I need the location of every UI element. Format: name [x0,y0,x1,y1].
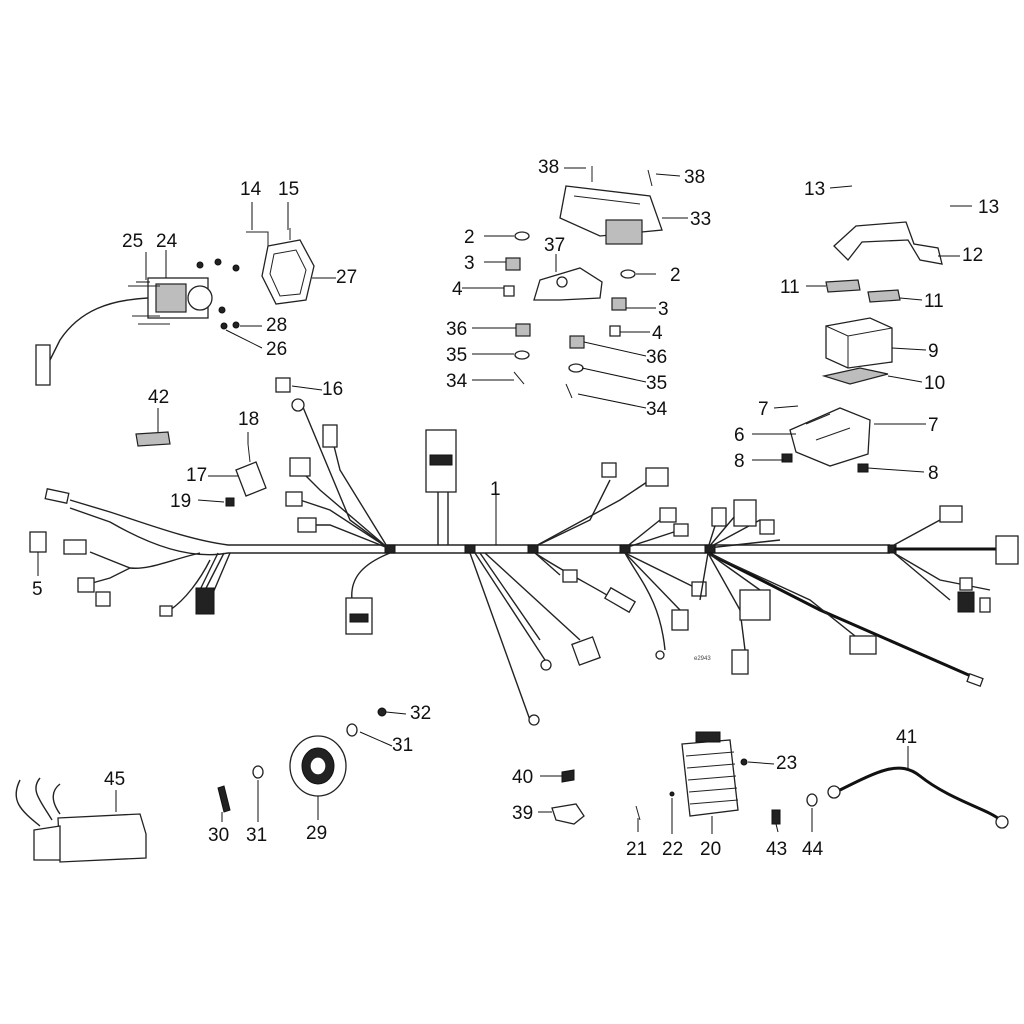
callout-2-left: 2 [464,227,475,248]
horn-part-29 [289,735,347,797]
callout-32: 32 [410,703,432,724]
callout-7-left: 7 [758,399,769,420]
main-wiring-harness [44,398,1019,726]
callout-40: 40 [512,767,534,788]
callout-35-left: 35 [446,345,468,366]
callout-38-right: 38 [684,167,706,188]
callout-17: 17 [186,465,208,486]
callout-16: 16 [322,379,344,400]
pad-part-42 [135,431,171,447]
callout-19: 19 [170,491,192,512]
gasket-part-27 [246,228,315,305]
callout-7-right: 7 [928,415,939,436]
battery-pads-part-11 [825,279,901,303]
callout-12: 12 [962,245,984,266]
callout-34-right: 34 [646,399,668,420]
callout-14: 14 [240,179,262,200]
leader-lines [37,167,972,834]
callout-41: 41 [896,727,918,748]
callout-3-left: 3 [464,253,475,274]
callout-26: 26 [266,339,288,360]
callout-45: 45 [104,769,126,790]
callout-2-right: 2 [670,265,681,286]
callout-31-top: 31 [392,735,414,756]
callout-11-right: 11 [924,291,944,312]
callout-27: 27 [336,267,358,288]
cdi-unit-part-45 [15,777,147,863]
callout-15: 15 [278,179,300,200]
battery-part-9 [825,317,893,369]
callout-44: 44 [802,839,824,860]
bolt-washer-horn [217,707,387,813]
callout-10: 10 [924,373,946,394]
callout-35-right: 35 [646,373,668,394]
relay-part-16 [275,377,291,393]
callout-24: 24 [156,231,178,252]
battery-tray-part-6 [781,407,871,473]
callout-8-left: 8 [734,451,745,472]
meter-part-33 [559,185,663,245]
callout-31-bottom: 31 [246,825,268,846]
connector-part-5 [29,531,47,553]
callout-3-right: 3 [658,299,669,320]
callout-29: 29 [306,823,328,844]
callout-42: 42 [148,387,170,408]
battery-bracket-part-12 [833,221,943,265]
callout-30: 30 [208,825,230,846]
callout-4-right: 4 [652,323,663,344]
callout-38-left: 38 [538,157,560,178]
callout-37: 37 [544,235,566,256]
regulator-part-20 [681,731,739,817]
clip-part-19 [225,497,235,507]
callout-21: 21 [626,839,648,860]
callout-34-left: 34 [446,371,468,392]
figure-code: e2943 [694,656,711,662]
ignition-switch-part-24 [35,277,213,386]
callout-6: 6 [734,425,745,446]
clamp-part-39 [551,769,585,825]
callout-36-left: 36 [446,319,468,340]
callout-11-left: 11 [780,277,800,298]
callout-33: 33 [690,209,712,230]
nuts-and-screws-around-ignition [196,258,240,330]
callout-1: 1 [490,479,501,500]
callout-13-left: 13 [804,179,826,200]
ground-cable-part-41 [827,766,1009,829]
callout-25: 25 [122,231,144,252]
callout-5: 5 [32,579,43,600]
callout-39: 39 [512,803,534,824]
callout-43: 43 [766,839,788,860]
battery-mat-part-10 [821,367,889,385]
callout-20: 20 [700,839,722,860]
callout-9: 9 [928,341,939,362]
bracket-part-17 [235,443,267,497]
callout-22: 22 [662,839,684,860]
callout-8-right: 8 [928,463,939,484]
grommets-washers-screws-meter [503,166,653,399]
callout-13-right: 13 [978,197,1000,218]
callout-36-right: 36 [646,347,668,368]
meter-bracket-part-37 [533,267,603,301]
callout-23: 23 [776,753,798,774]
callout-18: 18 [238,409,260,430]
callout-4-left: 4 [452,279,463,300]
callout-28: 28 [266,315,288,336]
